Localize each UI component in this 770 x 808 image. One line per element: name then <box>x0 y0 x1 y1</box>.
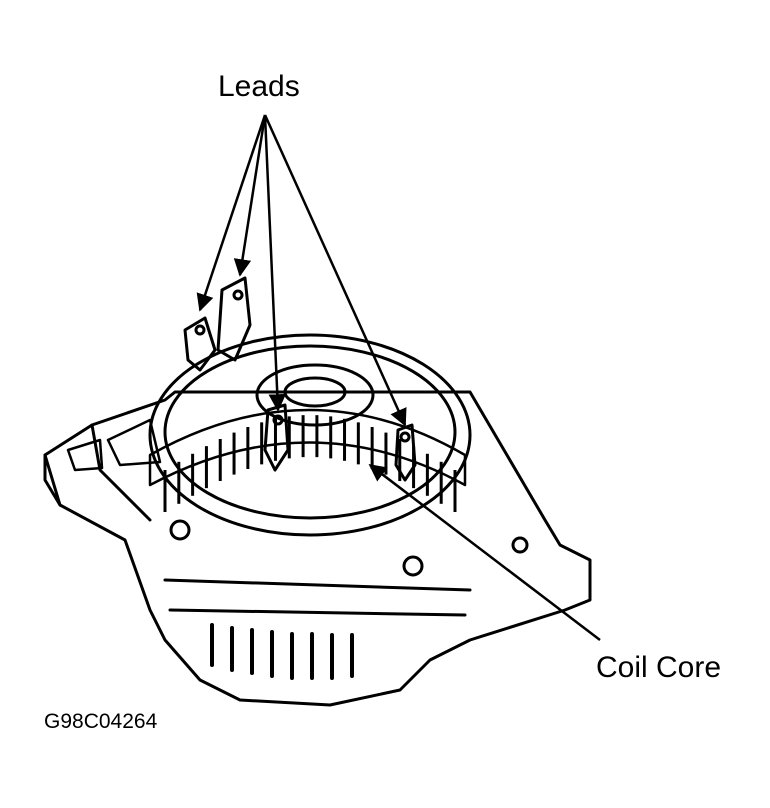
leads-leader-line <box>263 114 407 427</box>
mounting-hole <box>511 536 529 554</box>
stator-outer-ring <box>148 333 472 537</box>
rectifier-block <box>163 578 472 617</box>
stator-inner-ring <box>163 344 457 520</box>
lead-terminal-hole <box>399 431 411 443</box>
housing-outline <box>43 390 592 707</box>
winding-slots <box>163 415 457 512</box>
lead-terminal <box>183 316 217 372</box>
leads-leader-line <box>233 114 267 277</box>
lead-terminal <box>394 423 417 482</box>
leads-leader-line <box>196 114 267 312</box>
mounting-hole <box>402 555 424 577</box>
mounting-hole <box>169 519 191 541</box>
cooling-slots <box>210 623 354 680</box>
coil-core-label: Coil Core <box>596 651 722 684</box>
coil-core-leader-line <box>368 463 601 641</box>
rotor-bore <box>255 363 375 427</box>
figure-id: G98C04264 <box>44 710 158 733</box>
flange-cutout <box>106 418 162 467</box>
lead-terminal-hole <box>232 289 244 301</box>
lead-terminal-hole <box>194 324 206 336</box>
rotor-hub <box>283 376 347 408</box>
leads-leader-line <box>263 114 287 412</box>
flange-cutout <box>66 438 104 472</box>
lead-terminal <box>216 276 252 362</box>
coil-core-band <box>148 408 467 487</box>
leads-label: Leads <box>218 70 300 103</box>
mounting-flange <box>43 423 152 522</box>
